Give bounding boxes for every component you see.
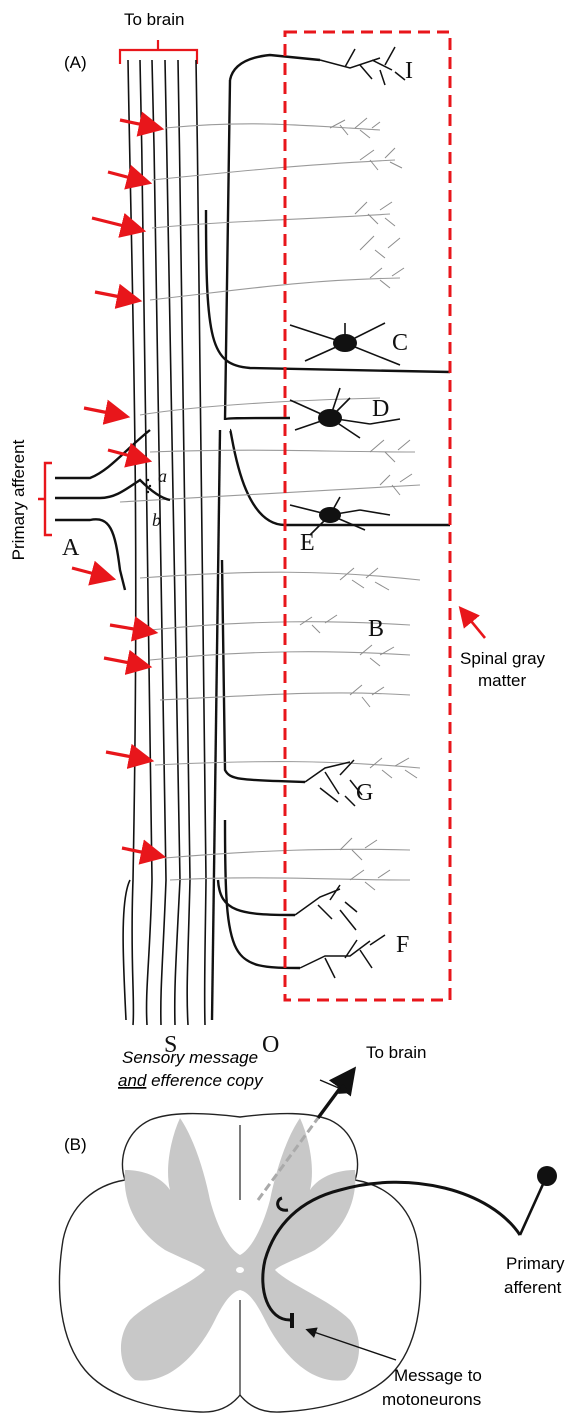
panel-b-to-brain-label: To brain — [366, 1043, 426, 1062]
letter-d: D — [372, 396, 389, 422]
panel-b-primary-line1: Primary — [506, 1254, 565, 1273]
to-brain-bracket — [120, 40, 197, 64]
panel-b-primary-line2: afferent — [504, 1278, 562, 1297]
spinal-gray-arrow — [462, 610, 485, 638]
spinal-gray-label-line1: Spinal gray — [460, 649, 546, 668]
message-line2: motoneurons — [382, 1390, 481, 1409]
afferent-soma — [537, 1166, 557, 1186]
sensory-message-line2: and efference copy — [118, 1071, 264, 1090]
spinal-gray-box — [285, 32, 450, 1000]
letter-alpha: a — [158, 466, 167, 486]
message-line1: Message to — [394, 1366, 482, 1385]
panel-a: (A) To brain — [9, 10, 546, 1058]
afferent-soma-stalk — [520, 1182, 544, 1235]
to-brain-label: To brain — [124, 10, 184, 29]
terminal-arbors — [300, 118, 417, 890]
panel-b: (B) To brain Sensory message and efferen… — [59, 1043, 565, 1412]
letter-o: O — [262, 1032, 279, 1058]
letter-c: C — [392, 330, 408, 356]
to-brain-arrow — [318, 1072, 352, 1118]
sensory-message-line1: Sensory message — [122, 1048, 258, 1067]
dark-arbors — [295, 47, 405, 978]
primary-afferent-bracket — [38, 463, 52, 535]
letter-b-prime: b — [152, 510, 161, 530]
sensory-and: and — [118, 1071, 147, 1090]
central-canal — [236, 1267, 244, 1273]
letter-i: I — [405, 58, 413, 84]
letter-e: E — [300, 530, 315, 556]
collaterals — [120, 124, 420, 880]
panel-b-label: (B) — [64, 1135, 87, 1154]
longitudinal-fibers — [123, 60, 206, 1025]
letter-g: G — [356, 780, 373, 806]
axons — [206, 55, 450, 1020]
sensory-efference: efference copy — [146, 1071, 264, 1090]
letter-f: F — [396, 932, 409, 958]
letter-a-main: A — [62, 535, 80, 561]
neuron-c — [290, 323, 400, 365]
primary-afferent-label: Primary afferent — [9, 439, 28, 560]
spinal-gray-label-line2: matter — [478, 671, 527, 690]
letter-b: B — [368, 616, 384, 642]
panel-a-label: (A) — [64, 53, 87, 72]
